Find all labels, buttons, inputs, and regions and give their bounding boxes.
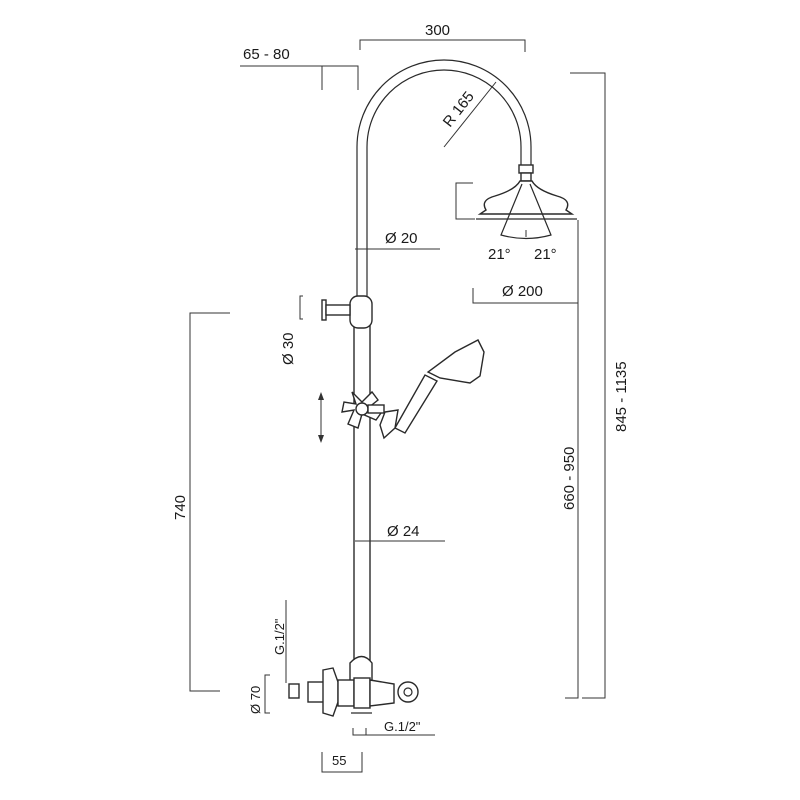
dim-pipe-lower: Ø 24	[387, 523, 420, 540]
dim-angle-right: 21°	[534, 246, 557, 263]
dim-outlet-thread: G.1/2"	[384, 719, 421, 734]
dim-flange-diameter: Ø 70	[248, 686, 263, 714]
thermostatic-valve	[288, 655, 419, 717]
dim-rail-height: 740	[172, 495, 189, 520]
shower-head	[476, 164, 577, 240]
hand-shower	[379, 339, 485, 440]
dim-angle-left: 21°	[488, 246, 511, 263]
dim-radius: R 165	[440, 88, 478, 130]
dim-wall-offset: 65 - 80	[243, 46, 290, 63]
dimension-lines	[189, 39, 606, 773]
wall-bracket	[321, 299, 351, 321]
dim-valve-depth: 55	[332, 753, 346, 768]
slider-bracket	[349, 295, 373, 329]
dim-width-arm: 300	[425, 22, 450, 39]
dim-head-height: 660 - 950	[561, 447, 578, 510]
dim-total-height: 845 - 1135	[613, 361, 630, 432]
cross-handle[interactable]	[341, 390, 385, 429]
height-adjust-arrow-icon	[318, 392, 324, 443]
dim-head-diameter: Ø 200	[502, 283, 543, 300]
dim-pipe-upper: Ø 20	[385, 230, 418, 247]
dim-bracket-diameter: Ø 30	[280, 332, 297, 365]
dim-inlet-thread: G.1/2"	[272, 618, 287, 655]
